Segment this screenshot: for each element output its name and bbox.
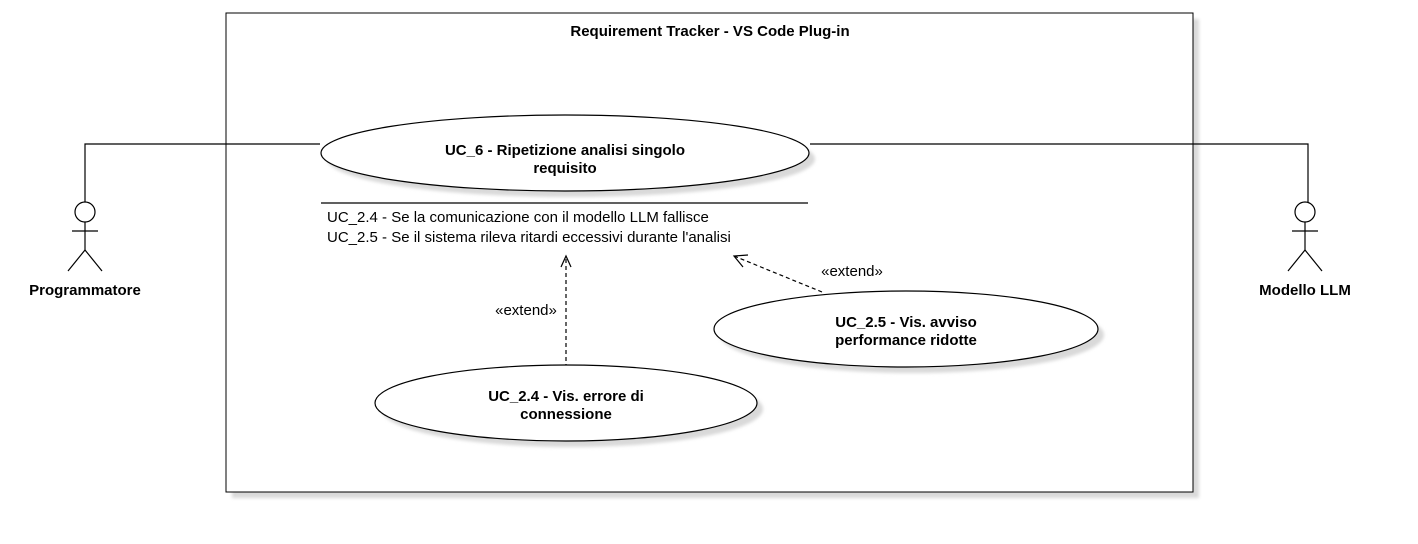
use-case-main-line1: UC_6 - Ripetizione analisi singolo bbox=[445, 142, 685, 159]
extension-point-1: UC_2.4 - Se la comunicazione con il mode… bbox=[327, 209, 709, 226]
extension-point-2: UC_2.5 - Se il sistema rileva ritardi ec… bbox=[327, 229, 731, 246]
use-case-warning-line2: performance ridotte bbox=[835, 332, 977, 349]
actor-llm[interactable]: Modello LLM bbox=[1259, 201, 1351, 299]
system-title: Requirement Tracker - VS Code Plug-in bbox=[570, 23, 849, 40]
stick-figure-icon bbox=[67, 201, 103, 272]
extend-relation-error: «extend» bbox=[495, 254, 572, 368]
stick-figure-icon bbox=[1287, 201, 1323, 272]
use-case-main-line2: requisito bbox=[533, 160, 596, 177]
use-case-warning[interactable]: UC_2.5 - Vis. avviso performance ridotte bbox=[713, 290, 1104, 373]
extension-points: UC_2.4 - Se la comunicazione con il mode… bbox=[321, 202, 808, 246]
use-case-error-line1: UC_2.4 - Vis. errore di bbox=[488, 388, 644, 405]
actor-label-llm: Modello LLM bbox=[1259, 282, 1351, 299]
association-programmer bbox=[84, 143, 320, 202]
use-case-error[interactable]: UC_2.4 - Vis. errore di connessione bbox=[374, 364, 763, 447]
use-case-error-line2: connessione bbox=[520, 406, 612, 423]
extend-relation-warning: «extend» bbox=[732, 254, 883, 293]
actor-programmer[interactable]: Programmatore bbox=[29, 201, 141, 299]
arrowhead-icon bbox=[732, 254, 749, 268]
arrowhead-icon bbox=[560, 254, 572, 268]
association-llm bbox=[810, 143, 1309, 202]
actor-label-programmer: Programmatore bbox=[29, 282, 141, 299]
extend-label-right: «extend» bbox=[821, 263, 883, 280]
extend-label-left: «extend» bbox=[495, 302, 557, 319]
use-case-main[interactable]: UC_6 - Ripetizione analisi singolo requi… bbox=[320, 114, 815, 197]
use-case-warning-line1: UC_2.5 - Vis. avviso bbox=[835, 314, 976, 331]
